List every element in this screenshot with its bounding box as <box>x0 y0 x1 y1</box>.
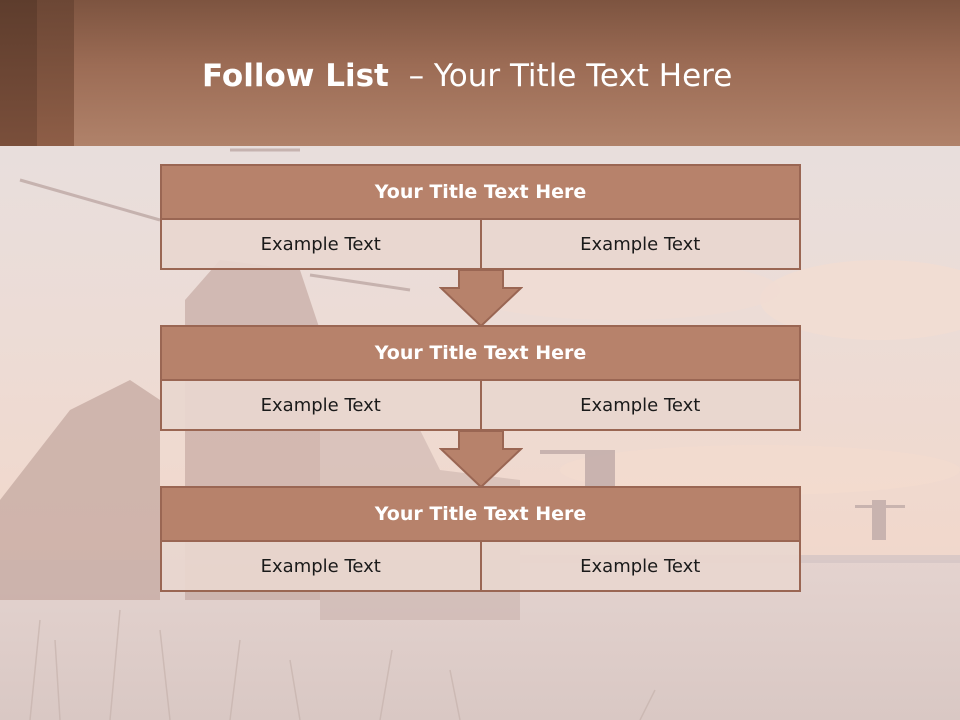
slide-title-bold: Follow List <box>202 58 389 94</box>
step-cell-left: Example Text <box>260 555 381 577</box>
header-accent-stripe <box>37 0 74 146</box>
step-row: Example Text Example Text <box>160 220 801 270</box>
step-box-3: Your Title Text Here Example Text Exampl… <box>160 486 801 592</box>
slide-header: Follow List – Your Title Text Here <box>0 0 960 146</box>
step-box-2: Your Title Text Here Example Text Exampl… <box>160 325 801 431</box>
header-accent-stripe <box>0 0 37 146</box>
slide-title: Follow List – Your Title Text Here <box>202 56 732 96</box>
step-title: Your Title Text Here <box>160 486 801 542</box>
step-row: Example Text Example Text <box>160 381 801 431</box>
step-row: Example Text Example Text <box>160 542 801 592</box>
step-cell-left: Example Text <box>260 233 381 255</box>
step-cell-right: Example Text <box>479 220 800 268</box>
step-cell-right: Example Text <box>479 381 800 429</box>
down-arrow-icon <box>439 270 523 328</box>
down-arrow-icon <box>439 431 523 489</box>
step-cell-right: Example Text <box>479 542 800 590</box>
slide-title-rest: – Your Title Text Here <box>388 58 733 94</box>
step-title: Your Title Text Here <box>160 164 801 220</box>
step-title: Your Title Text Here <box>160 325 801 381</box>
step-cell-left: Example Text <box>260 394 381 416</box>
step-box-1: Your Title Text Here Example Text Exampl… <box>160 164 801 270</box>
